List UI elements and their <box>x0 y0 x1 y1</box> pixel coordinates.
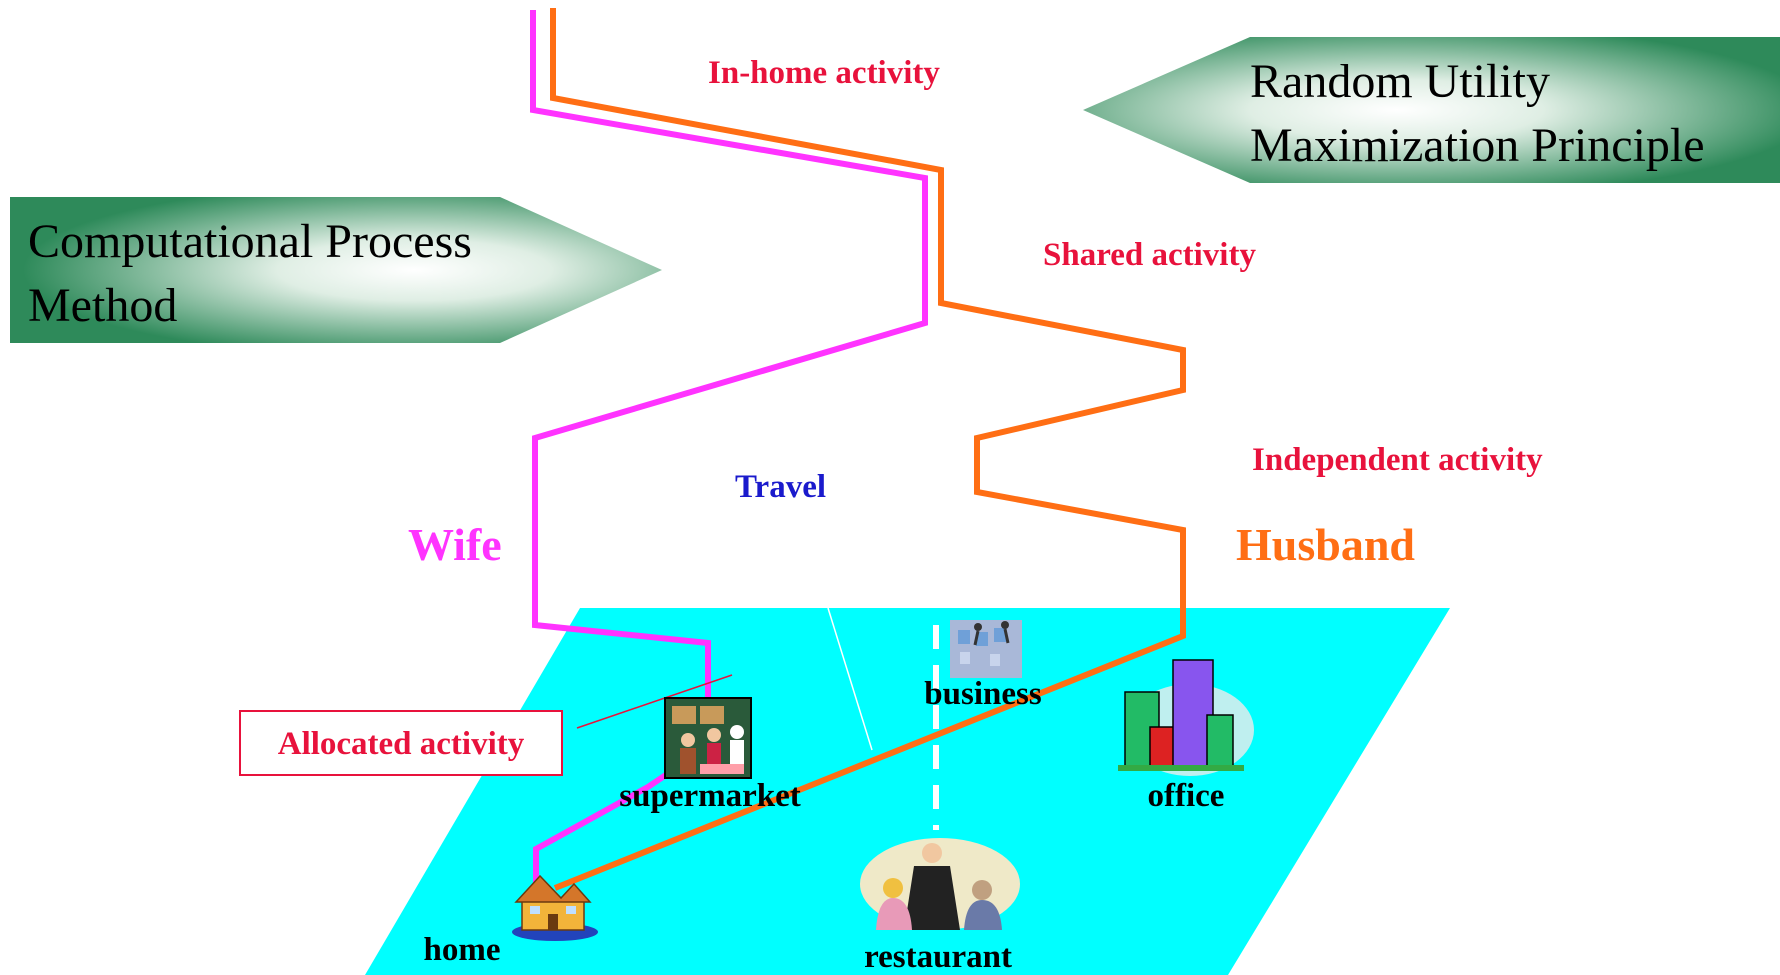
office-icon <box>1118 659 1254 776</box>
left-arrow-line2: Method <box>28 279 177 332</box>
restaurant-label: restaurant <box>864 939 1012 975</box>
home-icon <box>512 874 598 941</box>
supermarket-icon <box>664 697 752 779</box>
allocated-activity-label: Allocated activity <box>278 726 525 762</box>
right-arrow-line2: Maximization Principle <box>1250 119 1705 172</box>
computational-process-arrow <box>10 197 662 343</box>
travel-label: Travel <box>735 469 826 505</box>
right-arrow-line1: Random Utility <box>1250 55 1550 108</box>
shared-activity-label: Shared activity <box>1043 237 1256 273</box>
husband-path <box>550 8 1186 891</box>
wife-path <box>530 10 928 898</box>
independent-activity-label: Independent activity <box>1252 442 1543 478</box>
allocated-activity-box <box>239 710 563 776</box>
husband-label: Husband <box>1236 519 1415 570</box>
allocated-callout-line <box>576 674 733 729</box>
restaurant-icon <box>860 838 1020 930</box>
left-arrow-line1: Computational Process <box>28 215 472 268</box>
business-label: business <box>924 676 1042 712</box>
office-label: office <box>1148 778 1225 814</box>
wife-label: Wife <box>408 519 502 570</box>
home-label: home <box>424 932 501 968</box>
plane-divider <box>827 607 873 751</box>
supermarket-label: supermarket <box>619 778 800 814</box>
in-home-activity-label: In-home activity <box>708 55 940 91</box>
random-utility-arrow <box>1083 37 1780 183</box>
business-icon <box>950 620 1022 678</box>
